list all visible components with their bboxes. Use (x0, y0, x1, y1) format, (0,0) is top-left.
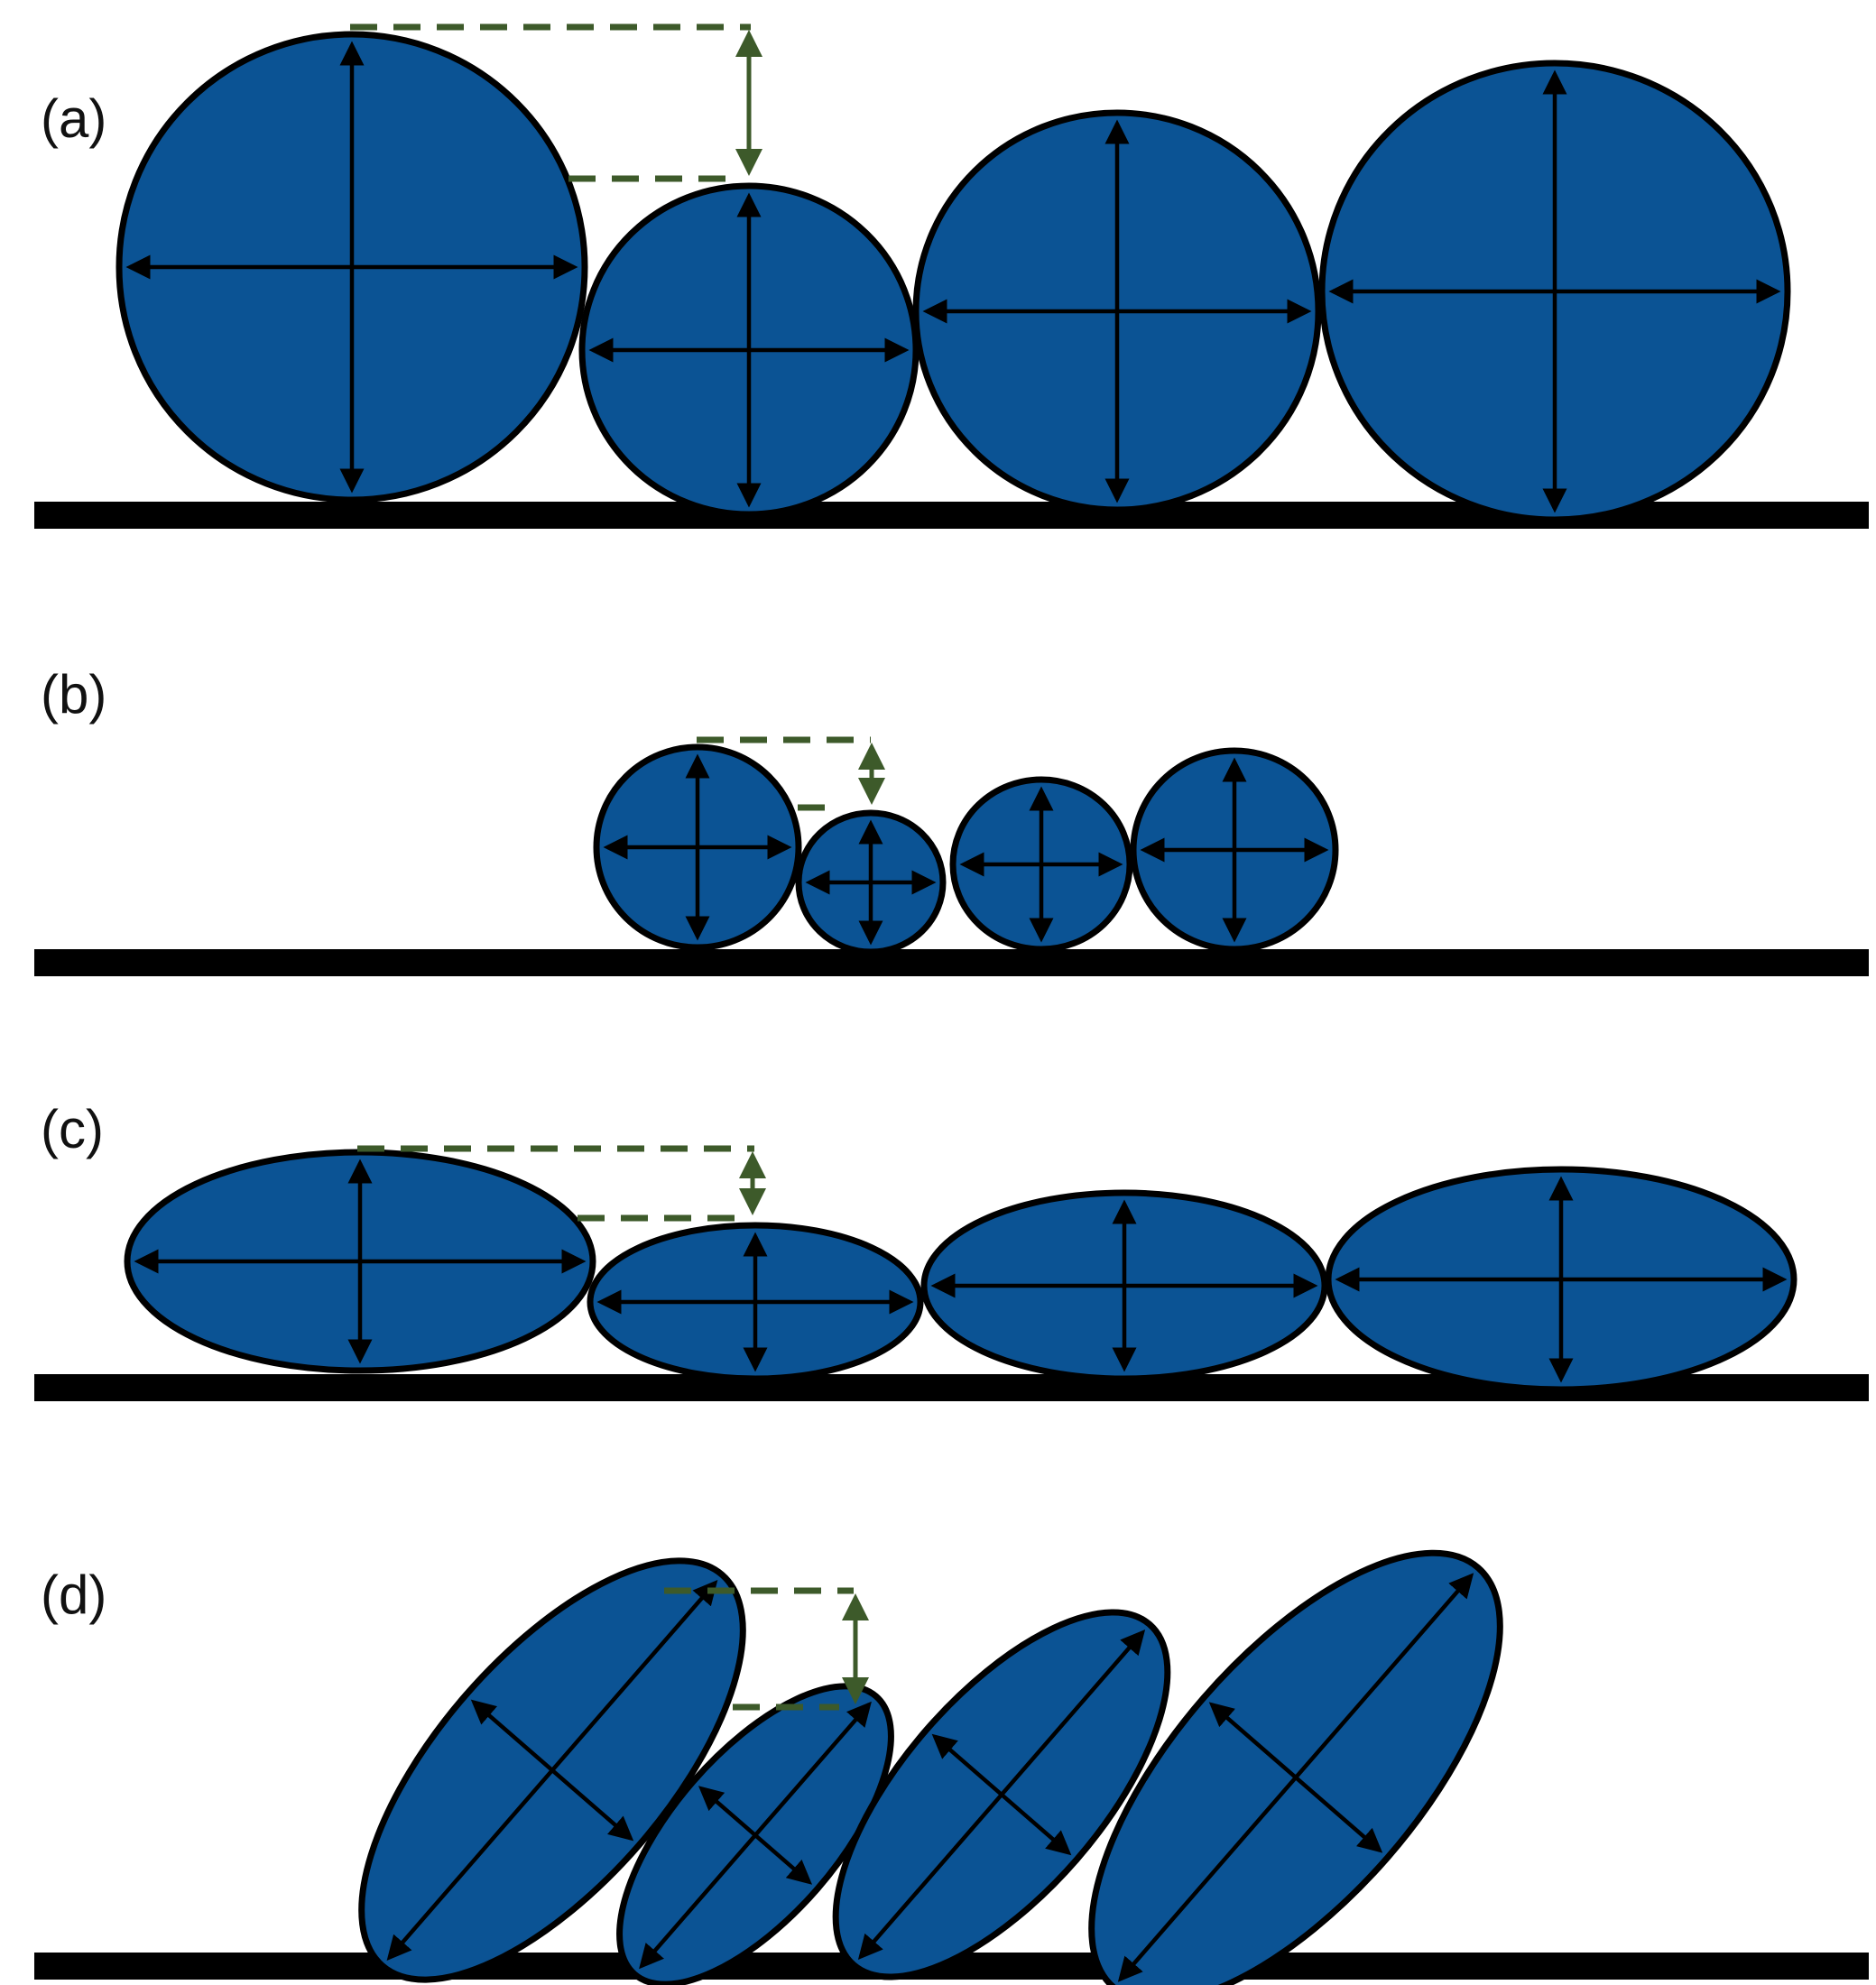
particle-a-2 (578, 182, 920, 518)
height-reference-a (350, 23, 762, 182)
particles-layer (116, 31, 1797, 1985)
particle-d-4 (1088, 1549, 1503, 1985)
height-reference-d (664, 1587, 869, 1711)
panel-d-label: (d) (41, 1565, 106, 1625)
particle-d-4-minor-axis-arrow (1208, 1702, 1383, 1853)
particle-d-1-minor-axis-arrow (470, 1699, 634, 1842)
substrate-line-b (34, 949, 1869, 976)
particle-a-4 (1318, 60, 1791, 523)
particle-c-1 (124, 1149, 596, 1374)
particle-d-3-minor-axis-arrow (931, 1733, 1072, 1856)
panel-a-label: (a) (41, 88, 106, 149)
panel-c-label: (c) (41, 1099, 104, 1159)
height-reference-b (697, 736, 885, 811)
particle-d-2-minor-axis-arrow (698, 1786, 813, 1885)
particle-d-1 (358, 1557, 746, 1983)
reference-markers-layer (350, 23, 885, 1711)
particle-a-1 (116, 31, 588, 503)
particle-b-2 (795, 809, 947, 956)
particle-c-4 (1325, 1166, 1797, 1393)
panel-b-label: (b) (41, 664, 106, 725)
particle-b-1 (593, 743, 802, 951)
particle-b-3 (949, 776, 1133, 953)
height-reference-c (357, 1145, 766, 1222)
particle-c-2 (587, 1222, 924, 1382)
particle-a-3 (912, 109, 1322, 513)
particle-c-3 (920, 1189, 1328, 1382)
particle-b-4 (1130, 747, 1339, 953)
